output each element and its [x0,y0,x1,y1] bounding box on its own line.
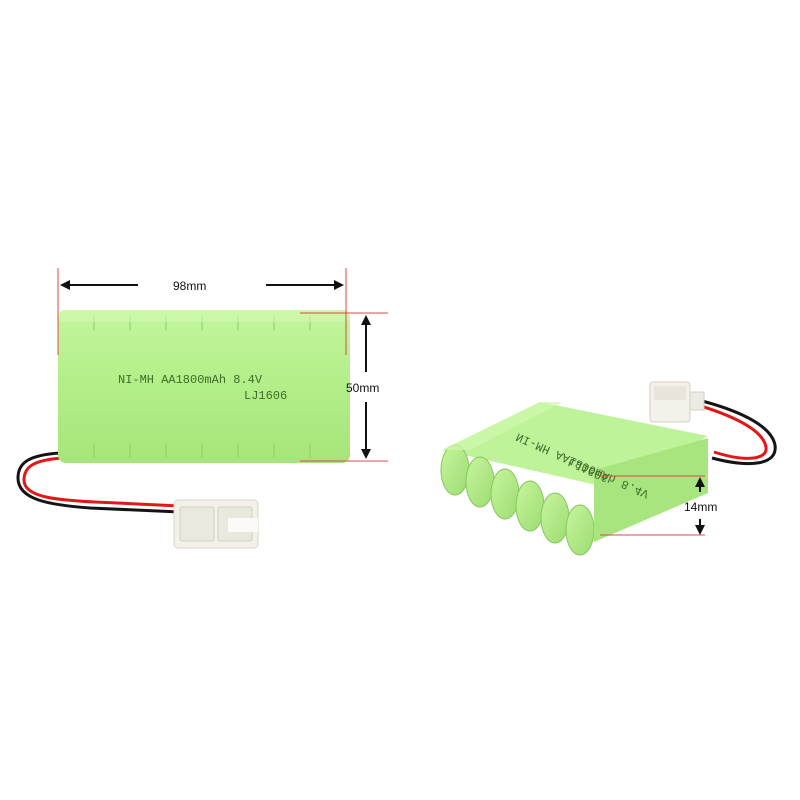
width-label: 98mm [173,279,206,293]
side-wires [687,396,777,466]
front-battery-pack: NI-MH AA1800mAh 8.4V LJ1606 [58,310,350,463]
front-print-line2: LJ1606 [244,389,287,403]
width-dimension: 98mm [57,268,347,355]
thickness-label: 14mm [684,500,717,514]
front-wires [16,451,181,514]
height-label: 50mm [346,381,379,395]
side-view: NI-MH AA1800mAh 8.4V LJ1606 14mm [440,381,777,556]
side-connector [649,381,705,423]
thickness-dimension: 14mm [600,475,717,536]
side-battery-pack: NI-MH AA1800mAh 8.4V LJ1606 [440,402,708,556]
front-view: NI-MH AA1800mAh 8.4V LJ1606 98mm 50mm [16,268,388,549]
height-dimension: 50mm [300,312,388,462]
front-connector [173,499,259,549]
front-print-line1: NI-MH AA1800mAh 8.4V [118,373,263,387]
